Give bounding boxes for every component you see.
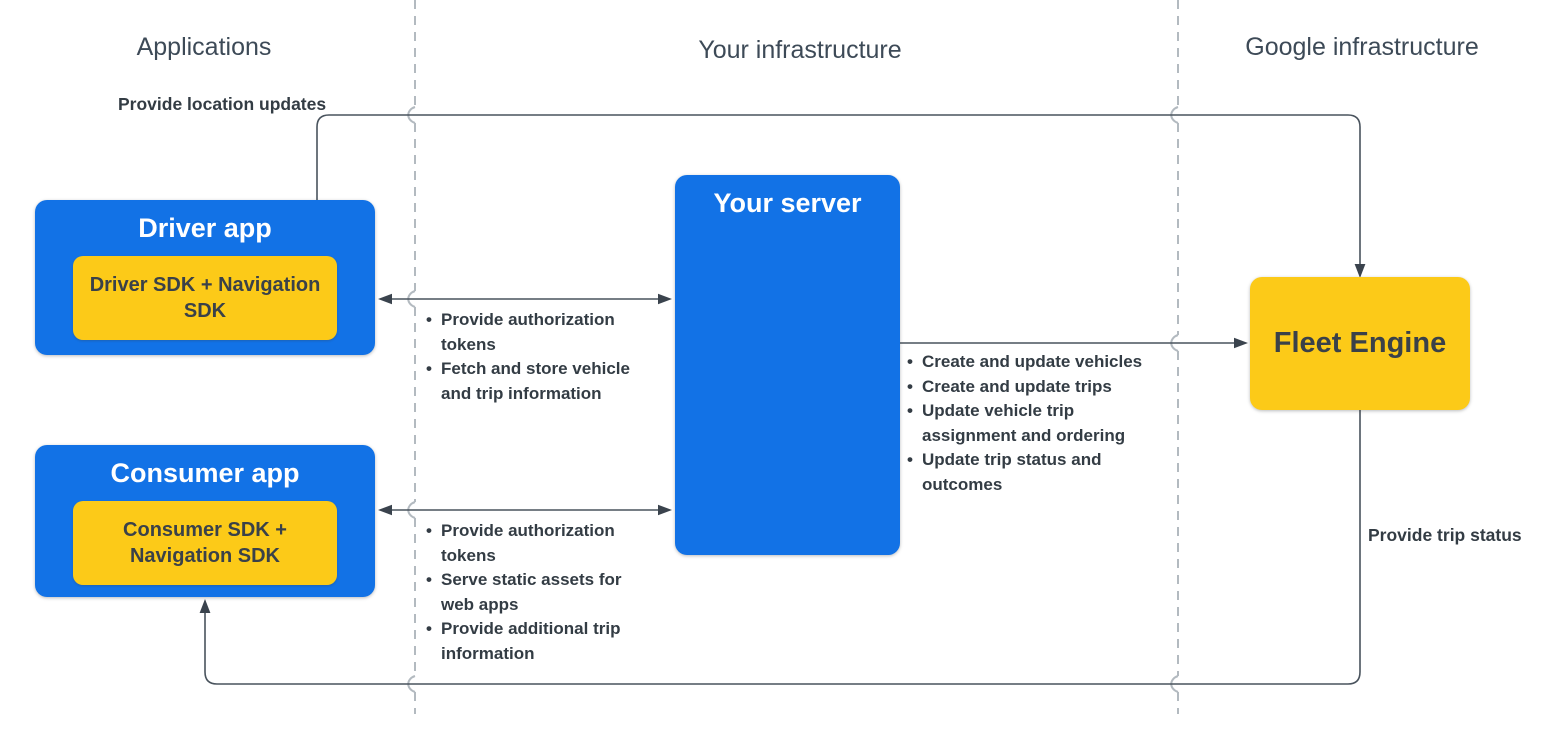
fleet-engine-title: Fleet Engine xyxy=(1273,327,1447,359)
edge-label-provide-trip-status: Provide trip status xyxy=(1368,525,1522,545)
bullet-item: Provide authorization tokens xyxy=(424,519,636,568)
column-header-google-infrastructure: Google infrastructure xyxy=(1245,33,1479,61)
arrowhead-into-consumer-right xyxy=(378,504,392,516)
bullet-item: Update vehicle trip assignment and order… xyxy=(905,399,1173,448)
consumer-sdk-box: Consumer SDK + Navigation SDK xyxy=(73,501,337,585)
arrowhead-into-consumer-bottom xyxy=(199,599,211,613)
bullets-consumer-server: Provide authorization tokens Serve stati… xyxy=(424,519,636,666)
bullet-item: Create and update trips xyxy=(905,375,1173,400)
node-your-server: Your server xyxy=(675,175,900,555)
bullets-driver-server: Provide authorization tokens Fetch and s… xyxy=(424,308,652,406)
bullet-item: Serve static assets for web apps xyxy=(424,568,636,617)
driver-app-title: Driver app xyxy=(138,213,272,243)
bullets-server-fleet: Create and update vehicles Create and up… xyxy=(905,350,1173,497)
consumer-app-title: Consumer app xyxy=(110,458,300,488)
column-header-your-infrastructure: Your infrastructure xyxy=(698,36,902,64)
bullet-item: Create and update vehicles xyxy=(905,350,1173,375)
wire-location-updates xyxy=(316,114,1361,264)
divider-left-hops xyxy=(407,106,416,693)
your-server-title: Your server xyxy=(713,188,862,218)
node-consumer-app: Consumer app Consumer SDK + Navigation S… xyxy=(35,445,375,597)
wire-trip-status xyxy=(204,410,1361,685)
bullet-item: Update trip status and outcomes xyxy=(905,448,1173,497)
bullet-item: Provide authorization tokens xyxy=(424,308,652,357)
node-fleet-engine: Fleet Engine xyxy=(1250,277,1470,410)
arrowhead-into-server-bottom xyxy=(658,504,672,516)
node-driver-app: Driver app Driver SDK + Navigation SDK xyxy=(35,200,375,355)
bullet-item: Fetch and store vehicle and trip informa… xyxy=(424,357,652,406)
arrowhead-into-fleet-left xyxy=(1234,337,1248,349)
column-header-applications: Applications xyxy=(136,33,272,61)
bullet-item: Provide additional trip information xyxy=(424,617,636,666)
arrowhead-into-driver xyxy=(378,293,392,305)
arrowhead-into-server-top xyxy=(658,293,672,305)
arrowhead-into-fleet-top xyxy=(1354,264,1366,278)
edge-label-provide-location-updates: Provide location updates xyxy=(118,94,327,114)
driver-sdk-box: Driver SDK + Navigation SDK xyxy=(73,256,337,340)
